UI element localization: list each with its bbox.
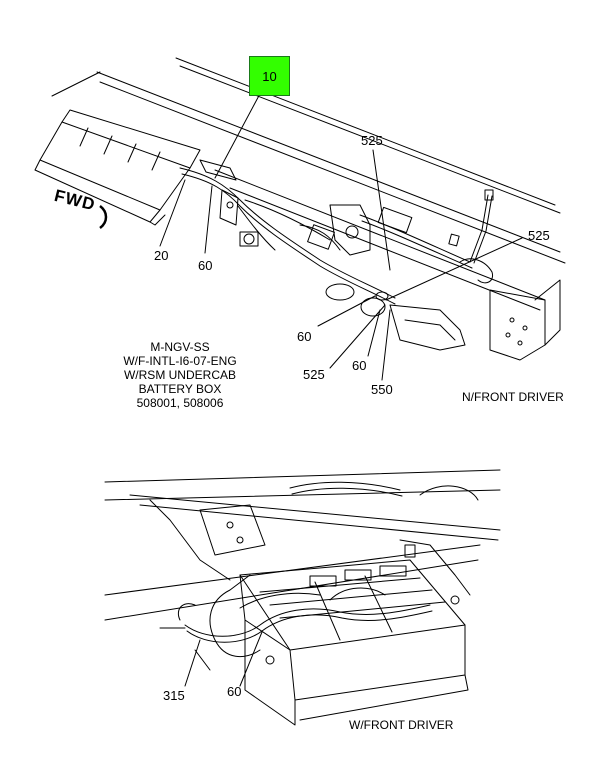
callout-60-mid: 60	[297, 329, 312, 344]
callout-525-bottom: 525	[303, 367, 325, 382]
frame-rail-bottom	[104, 469, 501, 621]
harness-bottom	[159, 587, 433, 671]
callout-20: 20	[154, 248, 169, 263]
callout-315: 315	[163, 688, 185, 703]
note-line: M-NGV-SS	[150, 340, 210, 354]
leader-lines-bottom	[184, 631, 263, 687]
highlighted-callout[interactable]: 10	[249, 56, 290, 96]
caption-top-view: N/FRONT DRIVER	[462, 390, 564, 404]
callout-525-top: 525	[361, 133, 383, 148]
callout-550: 550	[371, 382, 393, 397]
battery-box-bracket	[34, 109, 201, 226]
fwd-arrow-icon	[99, 205, 108, 229]
note-line: 508001, 508006	[136, 396, 224, 410]
note-line: W/RSM UNDERCAB	[123, 368, 236, 382]
applicability-note: M-NGV-SS W/F-INTL-I6-07-ENG W/RSM UNDERC…	[100, 340, 260, 410]
callout-60-lower: 60	[352, 358, 367, 373]
callout-60-bottom: 60	[227, 684, 242, 699]
harness-top	[179, 159, 494, 351]
leader-lines-top	[159, 89, 523, 381]
callout-525-right: 525	[528, 228, 550, 243]
note-line: W/F-INTL-I6-07-ENG	[123, 354, 237, 368]
callout-10: 10	[262, 69, 277, 84]
caption-bottom-view: W/FRONT DRIVER	[349, 718, 454, 732]
callout-60-left: 60	[198, 258, 213, 273]
note-line: BATTERY BOX	[138, 382, 222, 396]
frame-rail-top	[51, 57, 566, 361]
